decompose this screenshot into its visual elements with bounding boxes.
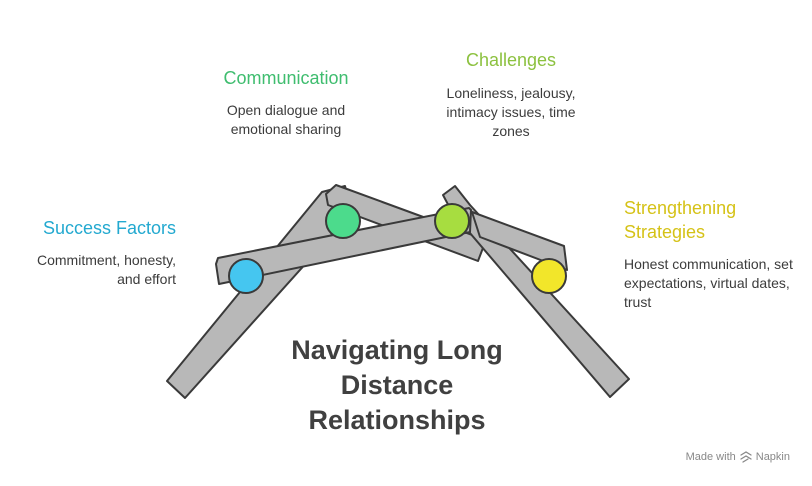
success-factors-node <box>228 258 264 294</box>
made-with-label: Made with <box>685 451 736 463</box>
communication-description: Open dialogue and emotional sharing <box>226 102 346 137</box>
strengthening-strategies-description: Honest communication, set expectations, … <box>624 256 793 310</box>
made-with-napkin-credit[interactable]: Made with Napkin <box>686 451 790 463</box>
strengthening-strategies-heading: Strengthening Strategies <box>624 198 737 242</box>
right-cross-bar <box>471 211 568 271</box>
success-factors-description: Commitment, honesty, and effort <box>36 252 176 287</box>
challenges-heading: Challenges <box>465 50 557 70</box>
challenges-node <box>434 203 470 239</box>
strengthening-strategies-node <box>531 258 567 294</box>
success-factors-heading: Success Factors <box>42 218 176 238</box>
challenges-description: Loneliness, jealousy, intimacy issues, t… <box>446 85 576 139</box>
communication-heading: Communication <box>223 68 349 88</box>
communication-node <box>325 203 361 239</box>
main-title: Navigating Long Distance Relationships <box>291 335 503 435</box>
crossing-plank <box>215 207 472 285</box>
napkin-logo-icon <box>740 451 752 463</box>
napkin-brand-label: Napkin <box>755 451 790 463</box>
